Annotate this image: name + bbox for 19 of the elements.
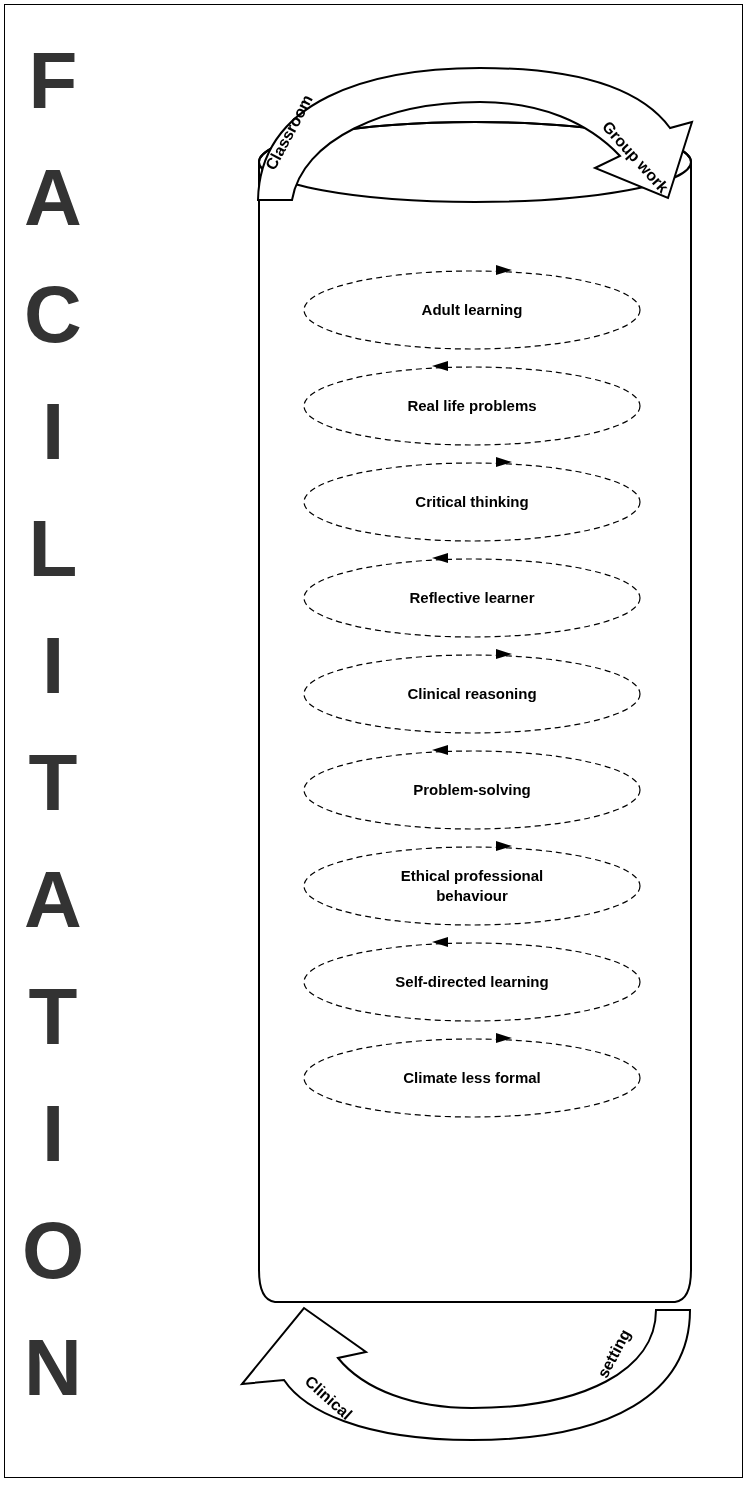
ellipse-label: Climate less formal [402, 1067, 542, 1088]
ellipse-label: Self-directed learning [394, 971, 550, 992]
dashed-ellipse [302, 941, 642, 1023]
ellipse-label: Clinical reasoning [406, 683, 538, 704]
ellipse-label: Ethical professional behaviour [399, 865, 545, 906]
dashed-ellipse [302, 749, 642, 831]
ellipse-label: Problem-solving [412, 779, 532, 800]
dashed-ellipse [302, 1037, 642, 1119]
dashed-ellipse [302, 653, 642, 735]
dashed-ellipse [302, 365, 642, 447]
dashed-ellipse [302, 845, 642, 927]
dashed-ellipse [302, 461, 642, 543]
vertical-title: FACILITATION [22, 35, 84, 1414]
ellipse-label: Real life problems [406, 395, 538, 416]
dashed-ellipse [302, 269, 642, 351]
dashed-ellipse [302, 557, 642, 639]
ellipse-label: Reflective learner [408, 587, 536, 608]
ellipse-label: Adult learning [420, 299, 524, 320]
ellipse-label: Critical thinking [414, 491, 530, 512]
